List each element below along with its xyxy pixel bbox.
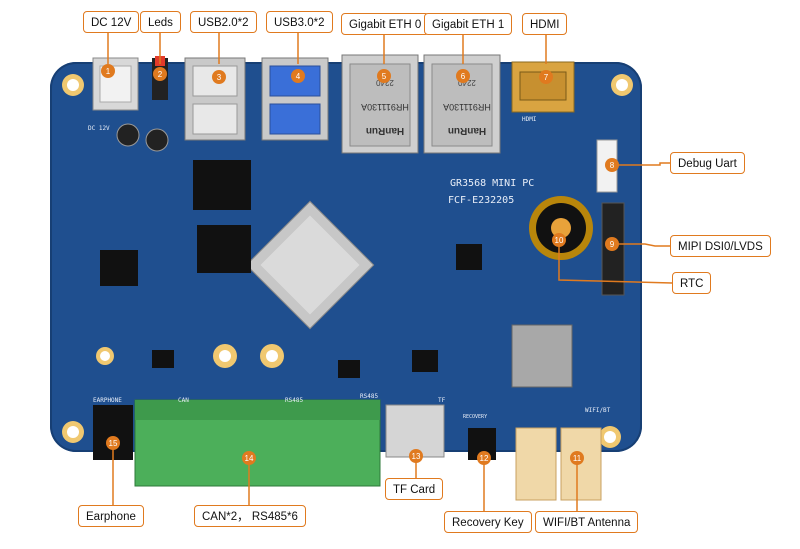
svg-text:13: 13 [412,452,421,461]
label-usb2: USB2.0*2 [190,11,257,33]
label-wifi-antenna: WIFI/BT Antenna [535,511,639,533]
svg-text:WIFI/BT: WIFI/BT [585,407,611,414]
callout-leaders [107,33,673,511]
terminal-block [134,399,381,487]
svg-text:6: 6 [461,72,466,81]
svg-text:DC 12V: DC 12V [88,125,110,132]
callout-markers: 1 2 3 4 5 6 7 8 9 10 11 12 13 14 15 [101,64,619,465]
svg-text:HanRun: HanRun [366,125,404,136]
svg-text:2240: 2240 [458,78,476,87]
eth0-port: 2240 HR911130A HanRun [341,54,419,154]
svg-text:14: 14 [245,454,254,463]
tf-card-slot [385,404,445,458]
label-debug-uart: Debug Uart [670,152,745,174]
label-hdmi: HDMI [522,13,568,35]
svg-text:HDMI: HDMI [522,116,537,123]
svg-text:7: 7 [544,73,549,82]
svg-text:CAN: CAN [178,397,189,404]
mounting-holes [62,74,633,448]
board-code-text: FCF-E232205 [448,195,514,206]
svg-text:HanRun: HanRun [448,125,486,136]
label-tf-card: TF Card [385,478,444,500]
emmc-chip [197,225,251,273]
svg-text:8: 8 [610,161,615,170]
label-leds: Leds [140,11,181,33]
svg-text:1: 1 [106,67,111,76]
label-usb3: USB3.0*2 [266,11,333,33]
svg-text:EARPHONE: EARPHONE [93,397,122,404]
cpu-chip [245,200,375,330]
svg-text:RECOVERY: RECOVERY [463,414,487,420]
label-dc-12v: DC 12V [83,11,140,33]
svg-text:4: 4 [296,72,301,81]
svg-text:2: 2 [158,70,163,79]
svg-text:11: 11 [573,454,582,463]
label-recovery-key: Recovery Key [444,511,532,533]
svg-text:TF: TF [438,397,446,404]
small-chip [100,250,138,286]
rtc-battery [529,196,593,260]
svg-text:12: 12 [480,454,489,463]
dc-jack [92,57,139,111]
ram-chip [193,160,251,210]
antenna-connector-1 [515,427,557,501]
label-eth0: Gigabit ETH 0 [341,13,430,35]
hdmi-port: HDMI [511,61,575,123]
svg-text:RS485: RS485 [285,397,303,404]
svg-text:9: 9 [610,240,615,249]
svg-text:15: 15 [109,439,118,448]
svg-text:HR911130A: HR911130A [361,102,409,112]
label-can-rs485: CAN*2， RS485*6 [194,505,306,527]
label-eth1: Gigabit ETH 1 [424,13,513,35]
svg-text:RS485: RS485 [360,393,378,400]
label-mipi: MIPI DSI0/LVDS [670,235,771,257]
board-model-text: GR3568 MINI PC [450,178,534,189]
svg-text:3: 3 [217,73,222,82]
usb2-ports [184,57,246,141]
label-rtc: RTC [672,272,712,294]
usb3-ports [261,57,329,141]
label-earphone: Earphone [78,505,144,527]
svg-text:5: 5 [382,72,387,81]
svg-text:10: 10 [555,236,564,245]
antenna-connector-2 [560,427,602,501]
wifi-module [511,324,573,388]
svg-text:HR911130A: HR911130A [443,102,491,112]
